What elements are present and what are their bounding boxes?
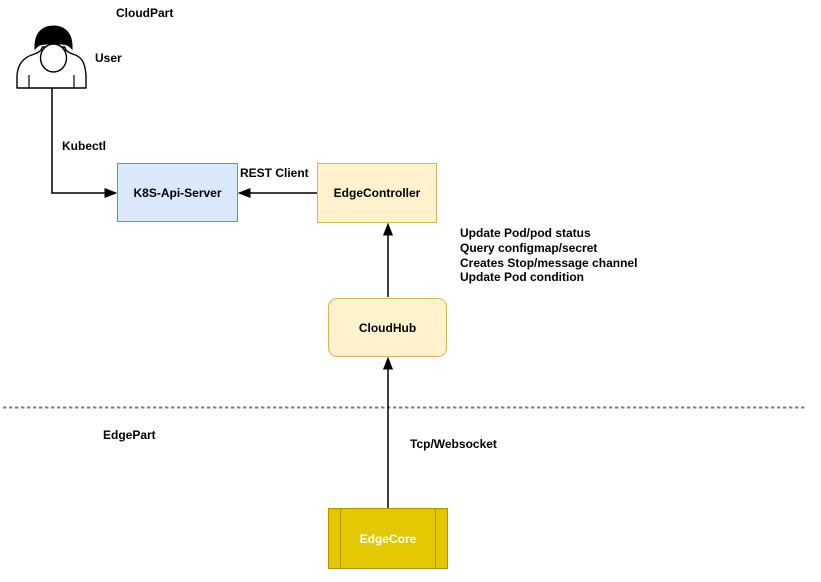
note-line: Update Pod/pod status (460, 226, 591, 240)
user-icon (16, 25, 87, 89)
note-line: Query configmap/secret (460, 240, 598, 255)
cloud-hub-node: CloudHub (328, 298, 447, 357)
edge-core-node: EdgeCore (328, 508, 448, 569)
k8s-api-server-node: K8S-Api-Server (117, 163, 238, 222)
edge-core-left-strip-divider (340, 509, 341, 568)
edge-controller-node: EdgeController (317, 163, 437, 223)
rest-client-edge-label: REST Client (240, 166, 309, 180)
user-face (39, 43, 68, 73)
edge-controller-label: EdgeController (333, 186, 421, 200)
user-label: User (95, 51, 122, 65)
edge-core-label: EdgeCore (359, 531, 417, 546)
note-line: Update Pod condition (460, 270, 584, 285)
edge-core-right-strip-divider (435, 509, 436, 568)
cloudhub-to-edgecontroller-arrow (382, 222, 394, 297)
note-line: Creates Stop/message channel (460, 255, 638, 270)
rest-client-arrow (237, 187, 317, 199)
edgecontroller-functions-note: Update Pod/pod status Query configmap/se… (460, 226, 637, 285)
k8s-api-server-label: K8S-Api-Server (133, 185, 222, 200)
edgepart-section-label: EdgePart (103, 428, 156, 442)
tcp-websocket-edge-label: Tcp/Websocket (410, 437, 497, 451)
kubectl-edge-label: Kubectl (62, 139, 107, 153)
user-hair (34, 25, 73, 51)
cloudpart-section-label: CloudPart (116, 6, 174, 20)
edgecore-to-cloudhub-arrow (382, 356, 394, 508)
cloud-hub-label: CloudHub (358, 320, 417, 335)
